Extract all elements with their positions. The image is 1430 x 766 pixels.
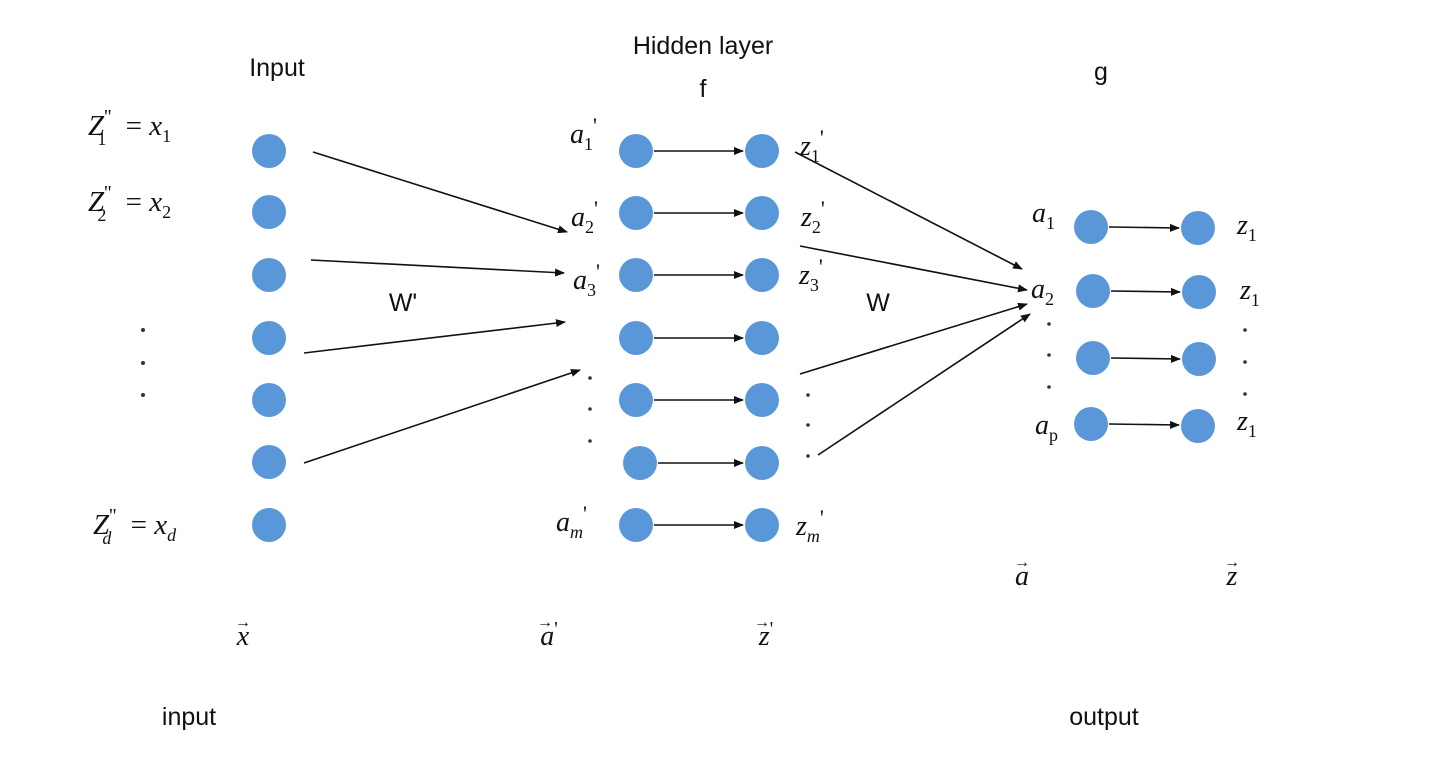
hidden-output-label-3: z3' [798,254,823,295]
output-out-node-2 [1182,275,1216,309]
svg-text:z': z' [758,618,774,652]
weight-matrix-label-first: W' [389,289,417,317]
hidden-out-node-m [745,508,779,542]
hidden-input-label-m: am' [556,501,587,542]
svg-text:→: → [754,614,770,631]
ellipsis-dot [141,328,145,332]
input-caption: input [162,703,216,731]
ellipsis-dot [588,439,592,443]
input-equation-2: Z''2 = x2 [88,182,171,225]
ellipsis-dot [806,454,810,458]
input-node-5 [252,383,286,417]
vector-a-prime-label: a' → [537,614,558,652]
output-out-node-3 [1182,342,1216,376]
output-input-label-2: a2 [1031,274,1054,309]
input-layer-title: Input [249,54,305,82]
input-to-hidden-arrow [310,259,565,277]
ellipsis-dot [1047,385,1051,389]
activation-arrow [1110,287,1181,296]
input-node-1 [252,134,286,168]
hidden-out-node-2 [745,196,779,230]
vector-z-prime-label: z' → [754,614,773,652]
input-node-d [252,508,286,542]
hidden-in-node-1 [619,134,653,168]
output-activation-label: g [1094,58,1108,86]
svg-text:a': a' [540,618,558,652]
hidden-output-label-2: z2' [800,196,825,237]
input-node-3 [252,258,286,292]
svg-text:→: → [1014,554,1030,571]
svg-text:a: a [1015,561,1029,592]
ellipsis-dot [1047,353,1051,357]
output-out-node-1 [1181,211,1215,245]
vector-z-label: z → [1224,554,1240,592]
ellipsis-dot [141,361,145,365]
hidden-input-label-3: a3' [573,259,600,300]
input-to-hidden-arrow [312,151,568,234]
input-to-hidden-arrow [303,369,581,464]
output-out-node-p [1181,409,1215,443]
hidden-in-node-2 [619,196,653,230]
hidden-to-output-arrow [799,245,1028,293]
svg-text:z: z [1226,561,1238,592]
hidden-layer-title: Hidden layer [633,32,773,60]
vector-x-label: x → [235,614,251,652]
hidden-in-node-m [619,508,653,542]
hidden-output-label-m: zm' [795,505,824,546]
ellipsis-dot [1243,392,1247,396]
input-node-2 [252,195,286,229]
hidden-to-output-arrow [799,302,1028,375]
activation-arrow [1108,420,1180,429]
output-input-label-p: ap [1035,410,1058,445]
ellipsis-dot [588,376,592,380]
activation-arrow [1110,354,1181,363]
ellipsis-dot [588,407,592,411]
ellipsis-dot [1243,360,1247,364]
input-equation-d: Z''d = xd [93,505,177,548]
input-node-6 [252,445,286,479]
hidden-input-label-2: a2' [571,196,598,237]
activation-arrow [1108,223,1180,232]
svg-text:x: x [236,621,250,652]
hidden-out-node-6 [745,446,779,480]
hidden-out-node-1 [745,134,779,168]
output-in-node-1 [1074,210,1108,244]
output-in-node-p [1074,407,1108,441]
svg-text:→: → [1224,554,1240,571]
hidden-in-node-6 [623,446,657,480]
svg-text:→: → [537,614,553,631]
hidden-input-label-1: a1' [570,113,597,154]
input-to-hidden-arrow [303,319,566,354]
output-input-label-1: a1 [1032,198,1055,233]
ellipsis-dot [1047,322,1051,326]
hidden-in-node-5 [619,383,653,417]
weight-matrix-label-second: W [866,289,890,317]
ellipsis-dot [806,423,810,427]
hidden-out-node-5 [745,383,779,417]
output-label-p: z1 [1236,406,1257,441]
hidden-in-node-3 [619,258,653,292]
hidden-in-node-4 [619,321,653,355]
output-label-2: z1 [1239,275,1260,310]
hidden-out-node-4 [745,321,779,355]
hidden-output-label-1: z1' [799,125,824,166]
output-caption: output [1069,703,1139,731]
hidden-out-node-3 [745,258,779,292]
hidden-activation-label: f [700,75,707,103]
input-equation-1: Z''1 = x1 [88,106,171,149]
input-node-4 [252,321,286,355]
svg-text:→: → [235,614,251,631]
output-in-node-3 [1076,341,1110,375]
ellipsis-dot [1243,328,1247,332]
output-label-1: z1 [1236,210,1257,245]
output-in-node-2 [1076,274,1110,308]
hidden-to-output-arrow [817,313,1031,456]
ellipsis-dot [141,393,145,397]
hidden-to-output-arrow [794,151,1023,270]
vector-a-label: a → [1014,554,1030,592]
ellipsis-dot [806,393,810,397]
